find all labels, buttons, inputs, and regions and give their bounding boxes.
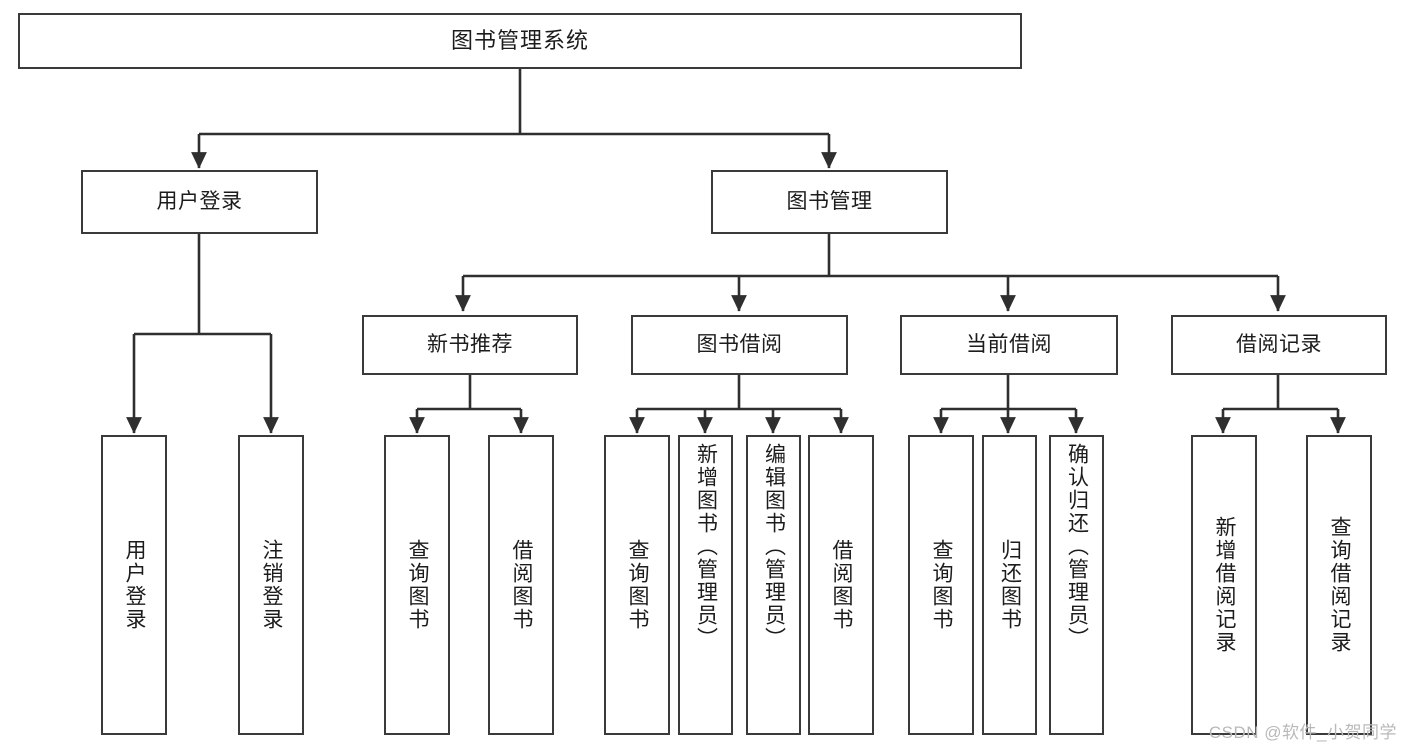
- node-label: 借阅图书: [830, 539, 854, 631]
- node-label: 用户登录: [123, 539, 147, 631]
- node-borrowing-records[interactable]: 借阅记录: [1171, 315, 1387, 375]
- node-label: 查询借阅记录: [1328, 516, 1352, 654]
- node-label: 确认归还（管理员）: [1065, 443, 1089, 650]
- leaf-query-books-current[interactable]: 查询图书: [908, 435, 974, 735]
- leaf-return-books[interactable]: 归还图书: [982, 435, 1037, 735]
- node-label: 查询图书: [406, 539, 430, 631]
- node-label: 图书管理: [786, 190, 873, 214]
- node-root-book-management-system[interactable]: 图书管理系统: [18, 13, 1022, 69]
- leaf-add-borrow-record[interactable]: 新增借阅记录: [1191, 435, 1257, 735]
- node-label: 编辑图书（管理员）: [762, 443, 786, 650]
- node-user-login[interactable]: 用户登录: [81, 170, 318, 234]
- node-label: 查询图书: [930, 539, 954, 631]
- node-label: 用户登录: [156, 190, 243, 214]
- node-new-book-recommendation[interactable]: 新书推荐: [362, 315, 578, 375]
- node-label: 借阅图书: [510, 539, 534, 631]
- csdn-watermark: CSDN @软件_小贺同学: [1208, 723, 1397, 742]
- node-current-borrowing[interactable]: 当前借阅: [900, 315, 1118, 375]
- node-label: 归还图书: [998, 539, 1022, 631]
- node-label: 新书推荐: [427, 333, 513, 357]
- leaf-borrow-books-newbook[interactable]: 借阅图书: [488, 435, 554, 735]
- leaf-query-books-newbook[interactable]: 查询图书: [384, 435, 450, 735]
- node-label: 当前借阅: [966, 333, 1052, 357]
- leaf-add-book-admin[interactable]: 新增图书（管理员）: [678, 435, 733, 735]
- node-label: 查询图书: [626, 539, 650, 631]
- leaf-query-books-borrow[interactable]: 查询图书: [604, 435, 670, 735]
- leaf-query-borrow-record[interactable]: 查询借阅记录: [1306, 435, 1372, 735]
- leaf-borrow-books-borrow[interactable]: 借阅图书: [808, 435, 874, 735]
- node-label: 新增图书（管理员）: [694, 443, 718, 650]
- leaf-logout[interactable]: 注销登录: [238, 435, 304, 735]
- node-label: 图书管理系统: [450, 27, 589, 53]
- node-label: 图书借阅: [696, 333, 783, 357]
- node-book-borrowing[interactable]: 图书借阅: [631, 315, 848, 375]
- leaf-confirm-return-admin[interactable]: 确认归还（管理员）: [1049, 435, 1104, 735]
- leaf-user-login[interactable]: 用户登录: [101, 435, 167, 735]
- leaf-edit-book-admin[interactable]: 编辑图书（管理员）: [746, 435, 801, 735]
- node-label: 新增借阅记录: [1213, 516, 1237, 654]
- node-book-management[interactable]: 图书管理: [711, 170, 948, 234]
- node-label: 注销登录: [260, 539, 284, 631]
- node-label: 借阅记录: [1236, 333, 1322, 357]
